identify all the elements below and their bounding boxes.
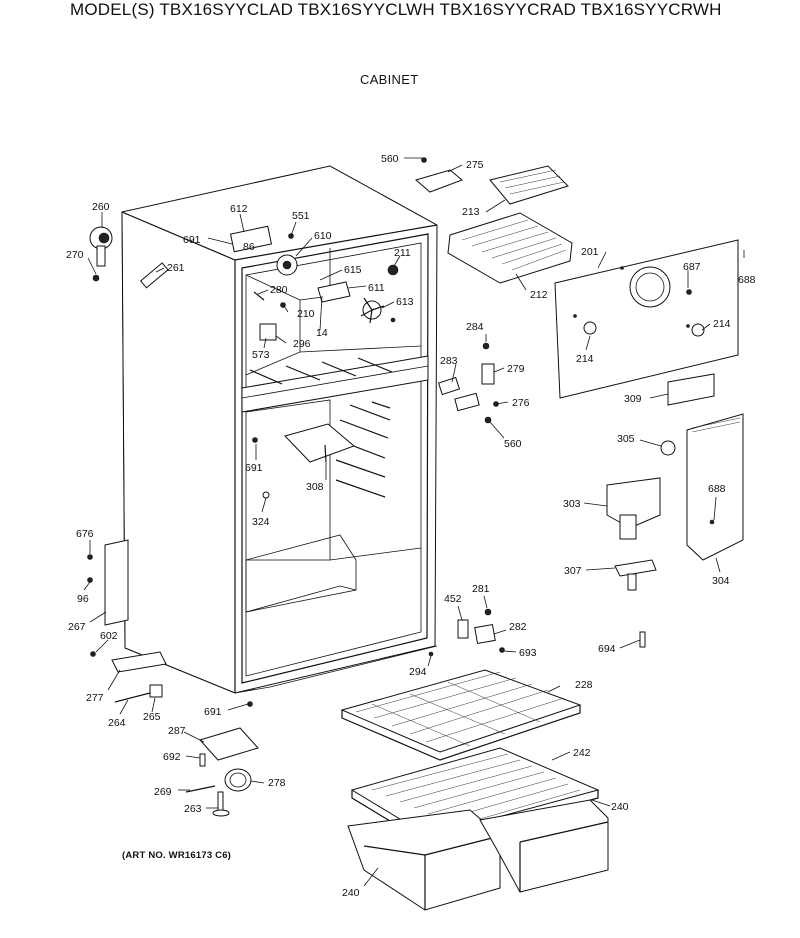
- callout-281: 281: [472, 583, 490, 595]
- callout-263: 263: [184, 803, 202, 815]
- callout-86: 86: [243, 241, 255, 253]
- callout-261: 261: [167, 262, 185, 274]
- callout-242: 242: [573, 747, 591, 759]
- callout-303: 303: [563, 498, 581, 510]
- thermostat-knob: [89, 226, 169, 289]
- callout-296: 296: [293, 338, 311, 350]
- callout-694: 694: [598, 643, 616, 655]
- callout-269: 269: [154, 786, 172, 798]
- callout-691-low: 691: [204, 706, 222, 718]
- section-title: CABINET: [360, 72, 419, 87]
- freezer-shelf-parts: [414, 157, 573, 284]
- callout-96: 96: [77, 593, 89, 605]
- callout-610: 610: [314, 230, 332, 242]
- callout-284: 284: [466, 321, 484, 333]
- models-header: MODEL(S) TBX16SYYCLAD TBX16SYYCLWH TBX16…: [70, 0, 722, 19]
- callout-602: 602: [100, 630, 118, 642]
- callout-309: 309: [624, 393, 642, 405]
- callout-276: 276: [512, 397, 530, 409]
- callout-214-right: 214: [713, 318, 731, 330]
- callout-264: 264: [108, 717, 126, 729]
- callout-560-top: 560: [381, 153, 399, 165]
- callout-267: 267: [68, 621, 86, 633]
- callout-691-top: 691: [183, 234, 201, 246]
- crisper-drawers: [347, 799, 609, 911]
- callout-labels: 560 275 213 201 212 687 688 260 270 261 …: [66, 153, 756, 899]
- callout-240-right: 240: [611, 801, 629, 813]
- rear-cover-panel: [554, 239, 739, 406]
- callout-212: 212: [530, 289, 548, 301]
- fresh-food-parts: [252, 423, 355, 499]
- callout-688-top: 688: [738, 274, 756, 286]
- leader-lines: [83, 157, 745, 887]
- callout-14: 14: [316, 327, 328, 339]
- callout-560-mid: 560: [504, 438, 522, 450]
- callout-280: 280: [270, 284, 288, 296]
- callout-279: 279: [507, 363, 525, 375]
- callout-305: 305: [617, 433, 635, 445]
- callout-687: 687: [683, 261, 701, 273]
- callout-452: 452: [444, 593, 462, 605]
- callout-324: 324: [252, 516, 270, 528]
- callout-228: 228: [575, 679, 593, 691]
- callout-615: 615: [344, 264, 362, 276]
- callout-611: 611: [368, 282, 385, 294]
- callout-307: 307: [564, 565, 582, 577]
- callout-213: 213: [462, 206, 480, 218]
- callout-573: 573: [252, 349, 270, 361]
- evaporator-fan-assembly: [229, 225, 399, 341]
- callout-270: 270: [66, 249, 84, 261]
- callout-211: 211: [394, 247, 411, 259]
- callout-275: 275: [466, 159, 484, 171]
- callout-304: 304: [712, 575, 730, 587]
- callout-551: 551: [292, 210, 310, 222]
- callout-201: 201: [581, 246, 599, 258]
- callout-691-mid: 691: [245, 462, 263, 474]
- callout-210: 210: [297, 308, 315, 320]
- callout-277: 277: [86, 692, 104, 704]
- callout-283: 283: [440, 355, 458, 367]
- cabinet-shell: [121, 165, 438, 694]
- fresh-food-shelf: [340, 669, 582, 761]
- control-housing: [606, 413, 744, 591]
- callout-265: 265: [143, 711, 161, 723]
- callout-294: 294: [409, 666, 427, 678]
- callout-692: 692: [163, 751, 181, 763]
- callout-613: 613: [396, 296, 414, 308]
- leveler-parts: [114, 684, 259, 817]
- callout-308: 308: [306, 481, 324, 493]
- callout-260: 260: [92, 201, 110, 213]
- callout-676: 676: [76, 528, 94, 540]
- callout-693: 693: [519, 647, 537, 659]
- art-number: (ART NO. WR16173 C6): [122, 850, 232, 861]
- callout-240-left: 240: [342, 887, 360, 899]
- callout-688-mid: 688: [708, 483, 726, 495]
- hinge-hardware: [428, 608, 646, 657]
- damper-parts: [437, 342, 499, 424]
- callout-278: 278: [268, 777, 286, 789]
- callout-282: 282: [509, 621, 527, 633]
- callout-214-left: 214: [576, 353, 594, 365]
- hinge-parts: [87, 539, 167, 673]
- callout-612: 612: [230, 203, 248, 215]
- callout-287: 287: [168, 725, 186, 737]
